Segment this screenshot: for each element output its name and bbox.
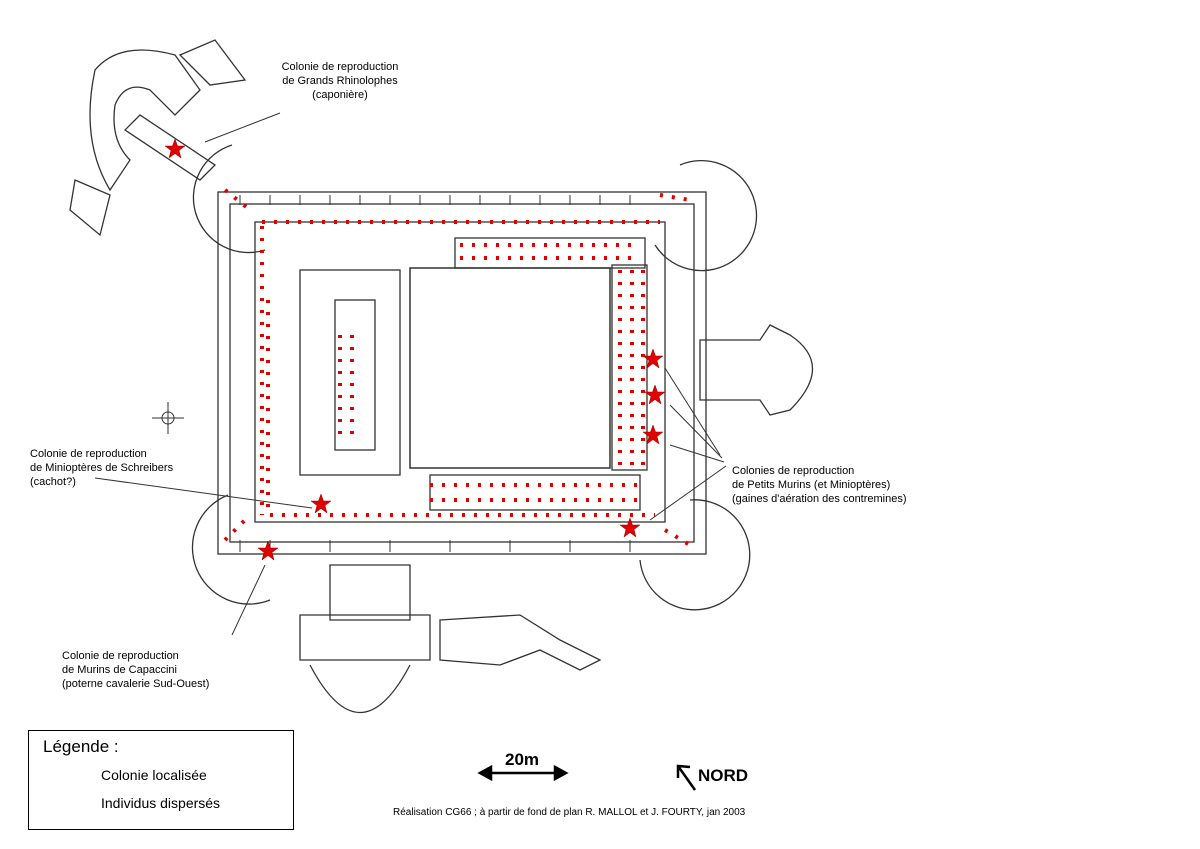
annotation-line: de Petits Murins (et Minioptères): [732, 479, 891, 491]
dispersed-individuals: [223, 188, 692, 547]
annotation-lines: [94, 112, 727, 636]
annotation-line: (cachot?): [30, 476, 76, 488]
annotation-line: Colonie de reproduction: [30, 448, 147, 460]
annotation-line: (poterne cavalerie Sud-Ouest): [62, 678, 210, 690]
annotation-grands-rhinolophes: Colonie de reproduction de Grands Rhinol…: [270, 60, 410, 102]
annotation-line: (caponière): [312, 89, 368, 101]
legend-colony-label: Colonie localisée: [101, 767, 207, 783]
annotation-line: Colonie de reproduction: [281, 61, 399, 73]
colony-star-grands-rhinolophes: [164, 138, 186, 159]
north-arrow-icon: [676, 764, 697, 791]
colony-markers: [164, 138, 666, 561]
legend-dispersed-label: Individus dispersés: [101, 795, 221, 811]
annotation-petits-murins: Colonies de reproduction de Petits Murin…: [732, 464, 962, 506]
annotation-line: Colonies de reproduction: [732, 465, 855, 477]
annotation-line: de Grands Rhinolophes: [282, 75, 398, 87]
compass-rose-icon: [152, 402, 184, 434]
annotation-line: Colonie de reproduction: [62, 650, 179, 662]
annotation-line: de Murins de Capaccini: [62, 664, 177, 676]
legend-title: Légende :: [43, 737, 119, 756]
credit-text: Réalisation CG66 ; à partir de fond de p…: [393, 807, 746, 818]
fort-plan: [69, 39, 813, 714]
colony-star-petits-murins-3: [642, 424, 664, 445]
colony-star-petits-murins-4: [619, 517, 641, 538]
colony-star-petits-murins-2: [644, 384, 666, 405]
colony-star-miniopteres: [310, 493, 332, 514]
scale-label: 20m: [505, 750, 540, 769]
annotation-line: de Minioptères de Schreibers: [30, 462, 174, 474]
colony-star-petits-murins-1: [642, 348, 664, 369]
annotation-line: (gaines d'aération des contremines): [732, 493, 907, 505]
scale-bar: [477, 764, 569, 782]
legend: Légende : Colonie localisée Individus di…: [28, 730, 294, 830]
annotation-miniopteres: Colonie de reproduction de Minioptères d…: [30, 447, 180, 489]
annotation-capaccini: Colonie de reproduction de Murins de Cap…: [62, 649, 242, 691]
north-label: NORD: [698, 766, 749, 785]
colony-star-capaccini: [257, 540, 279, 561]
